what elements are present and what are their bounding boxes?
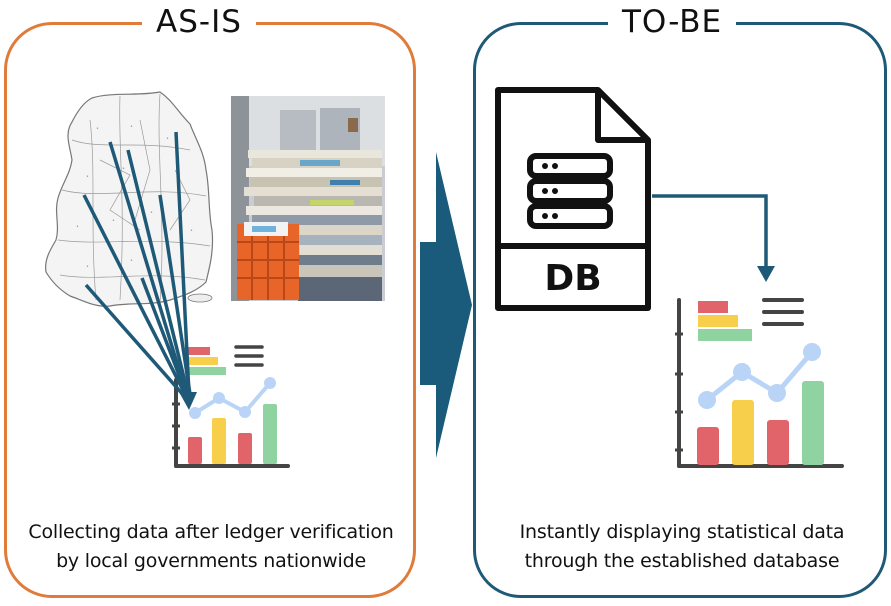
- svg-text:•: •: [86, 264, 89, 270]
- svg-text:•: •: [112, 218, 115, 224]
- database-file-icon: [495, 87, 651, 311]
- svg-text:•: •: [96, 126, 99, 132]
- as-is-caption: Collecting data after ledger verificatio…: [24, 518, 398, 576]
- tobe-chart-icon: [675, 298, 844, 468]
- svg-text:•: •: [76, 224, 79, 230]
- svg-text:•: •: [150, 210, 153, 216]
- db-label: DB: [544, 258, 601, 299]
- svg-text:•: •: [190, 228, 193, 234]
- svg-text:•: •: [122, 166, 125, 172]
- svg-text:•: •: [130, 124, 133, 130]
- svg-text:•: •: [166, 136, 169, 142]
- as-is-caption-line-2: by local governments nationwide: [56, 550, 366, 572]
- as-is-title: AS-IS: [142, 4, 256, 40]
- to-be-title: TO-BE: [608, 4, 737, 40]
- svg-text:•: •: [86, 174, 89, 180]
- as-is-caption-line-1: Collecting data after ledger verificatio…: [28, 521, 394, 543]
- arrow-tip: [179, 392, 197, 410]
- paper-stack-photo: [231, 96, 385, 301]
- svg-text:•: •: [130, 258, 133, 264]
- connector-arrow: [652, 194, 768, 266]
- collection-arrows: [82, 131, 192, 400]
- to-be-caption-line-1: Instantly displaying statistical data: [519, 521, 845, 543]
- asis-chart-icon: [172, 345, 290, 468]
- to-be-caption: Instantly displaying statistical data th…: [492, 518, 872, 576]
- to-be-caption-line-2: through the established database: [524, 550, 840, 572]
- process-arrow-icon: [420, 152, 472, 458]
